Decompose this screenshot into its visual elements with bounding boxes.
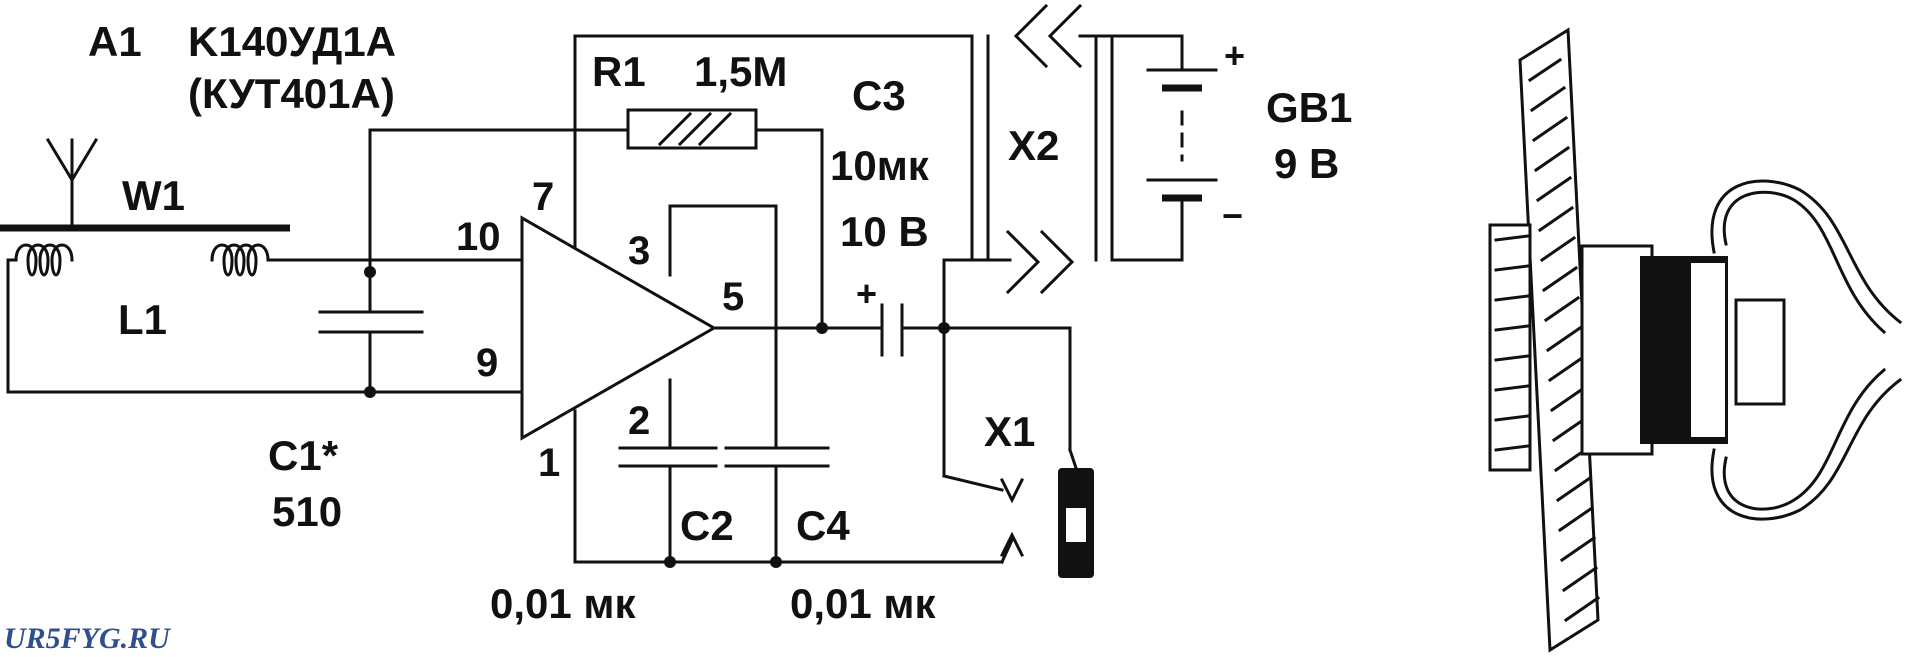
label-pin1: 1 — [538, 441, 560, 485]
label-c1: C1* — [268, 432, 339, 479]
label-x2: X2 — [1008, 122, 1059, 169]
label-c3-value-1: 10мк — [830, 142, 930, 189]
label-l1: L1 — [118, 296, 167, 343]
label-pin9: 9 — [476, 341, 498, 385]
connector-x2 — [942, 3, 1184, 478]
label-gb1-minus: − — [1222, 195, 1243, 236]
label-c4-value: 0,01 мк — [790, 580, 936, 627]
label-c2-value: 0,01 мк — [490, 580, 636, 627]
jack-x1 — [942, 448, 1094, 578]
label-pin2: 2 — [628, 399, 650, 443]
label-chip-alt: (КУТ401А) — [188, 70, 395, 117]
label-a1: A1 — [88, 18, 142, 65]
label-c4: C4 — [796, 502, 850, 549]
feedback-r1 — [368, 34, 974, 330]
capacitor-c1 — [318, 128, 424, 398]
antenna-symbol — [0, 137, 290, 232]
label-c3-value-2: 10 B — [840, 208, 929, 255]
label-chip: K140УД1А — [188, 18, 396, 65]
label-c3: C3 — [852, 72, 906, 119]
label-r1: R1 — [592, 48, 646, 95]
label-pin3: 3 — [628, 229, 650, 273]
label-gb1: GB1 — [1266, 84, 1352, 131]
label-c1-value: 510 — [272, 488, 342, 535]
label-pin5: 5 — [722, 275, 744, 319]
label-pin7: 7 — [532, 175, 554, 219]
label-gb1-value: 9 B — [1274, 140, 1339, 187]
capacitor-c4 — [724, 446, 830, 568]
label-r1-value: 1,5М — [694, 48, 787, 95]
watermark: UR5FYG.RU — [4, 622, 171, 655]
opamp-a1 — [368, 34, 884, 564]
inductor-l1 — [6, 243, 372, 394]
capacitor-c2 — [618, 446, 718, 568]
label-gb1-plus: + — [1224, 35, 1245, 76]
earphone-drawing — [1488, 27, 1903, 653]
label-c2: C2 — [680, 502, 734, 549]
label-c3-plus: + — [856, 273, 877, 314]
capacitor-c3 — [880, 303, 1072, 357]
label-pin10: 10 — [456, 215, 501, 259]
label-w1: W1 — [122, 172, 185, 219]
battery-gb1 — [1146, 34, 1218, 262]
label-x1: X1 — [984, 408, 1035, 455]
